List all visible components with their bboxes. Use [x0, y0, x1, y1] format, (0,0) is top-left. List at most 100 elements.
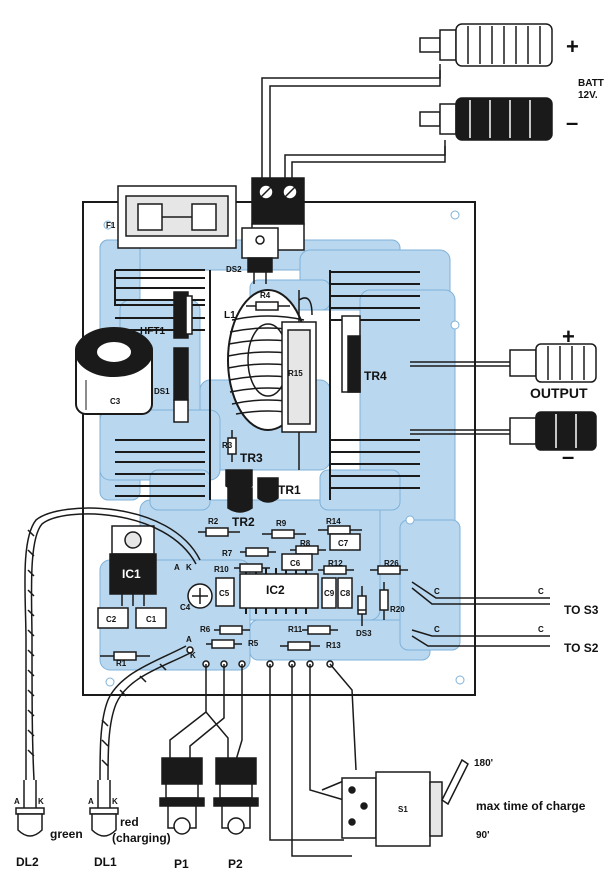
- label-k-dl1: K: [112, 797, 118, 806]
- transistor-tr3: [225, 469, 253, 491]
- toggle-switch-s1: [341, 758, 469, 847]
- regulator-ic1: [109, 525, 157, 606]
- label-minus-out: –: [562, 444, 574, 469]
- label-to-s3: TO S3: [564, 603, 599, 617]
- label-to-s2: TO S2: [564, 641, 599, 655]
- power-device-ds1: [173, 347, 189, 423]
- resistor-r2: [198, 527, 240, 537]
- label-p2: P2: [228, 857, 243, 871]
- label-r13: R13: [326, 641, 341, 650]
- capacitor-c6: [281, 553, 313, 571]
- label-ds1: DS1: [154, 387, 170, 396]
- label-ic1: IC1: [122, 567, 141, 581]
- label-r9: R9: [276, 519, 287, 528]
- output-terminal-positive: [410, 343, 597, 383]
- label-tr3: TR3: [240, 451, 263, 465]
- diode-ds3: [357, 586, 367, 626]
- label-r15: R15: [288, 369, 303, 378]
- label-ds2: DS2: [226, 265, 242, 274]
- resistor-r3: [227, 430, 237, 462]
- label-c1: C1: [146, 615, 157, 624]
- label-r8: R8: [300, 539, 311, 548]
- battery-terminal-positive: [419, 23, 553, 67]
- label-hft1: HFT1: [140, 326, 165, 337]
- label-tr2: TR2: [232, 515, 255, 529]
- label-l1: L1: [224, 310, 236, 321]
- resistor-r5: [206, 639, 242, 649]
- label-c-s3-left: C: [434, 587, 440, 596]
- resistor-r7: [240, 547, 276, 557]
- label-output: OUTPUT: [530, 385, 588, 401]
- power-resistor-r15: [281, 290, 317, 470]
- potentiometer-p2: [213, 757, 259, 835]
- label-batt-volt: 12V.: [578, 90, 598, 101]
- led-dl1: [89, 780, 119, 837]
- label-r2: R2: [208, 517, 219, 526]
- wires-to-s3: [411, 581, 550, 605]
- label-charging: (charging): [112, 831, 171, 845]
- label-r3: R3: [222, 441, 233, 450]
- twisted-wire-dl1: [99, 645, 193, 781]
- label-k-ic1: K: [186, 563, 192, 572]
- label-tr4: TR4: [364, 369, 387, 383]
- label-c2: C2: [106, 615, 117, 624]
- label-r5: R5: [248, 639, 259, 648]
- label-green: green: [50, 827, 83, 841]
- label-k-dl2: K: [38, 797, 44, 806]
- resistor-r13: [280, 641, 320, 651]
- capacitor-c3: [75, 327, 153, 415]
- label-p1: P1: [174, 857, 189, 871]
- label-c-s2-right: C: [538, 625, 544, 634]
- label-r14: R14: [326, 517, 341, 526]
- label-c4: C4: [180, 603, 191, 612]
- output-terminal-negative: [410, 411, 597, 451]
- label-red: red: [120, 815, 139, 829]
- ic-ic2: [239, 568, 319, 614]
- label-r4: R4: [260, 291, 271, 300]
- label-r20: R20: [390, 605, 405, 614]
- fuse-holder-f1: [117, 185, 237, 249]
- label-c-s2-left: C: [434, 625, 440, 634]
- label-max-time: max time of charge: [476, 799, 586, 813]
- capacitor-c1: [135, 607, 167, 629]
- capacitor-c2: [97, 607, 129, 629]
- label-dl2: DL2: [16, 855, 39, 869]
- label-c8: C8: [340, 589, 351, 598]
- capacitor-c8: [337, 577, 353, 609]
- resistor-r6: [214, 625, 250, 635]
- resistor-r10: [234, 563, 270, 573]
- resistor-r12: [318, 565, 354, 575]
- resistor-r9: [262, 529, 306, 539]
- label-deg90: 90': [476, 830, 490, 841]
- label-r11: R11: [288, 625, 303, 634]
- capacitor-c5: [215, 577, 235, 607]
- transistor-tr2: [227, 487, 253, 513]
- resistor-r26: [370, 565, 408, 575]
- label-c7: C7: [338, 539, 349, 548]
- diode-ds2: [241, 227, 279, 284]
- transistor-tr1: [257, 477, 279, 503]
- label-tr1: TR1: [278, 483, 301, 497]
- label-a-dl2: A: [14, 797, 20, 806]
- resistor-r11: [302, 625, 338, 635]
- label-plus-out: +: [562, 324, 575, 349]
- resistor-r4: [246, 301, 290, 311]
- power-device-hft1: [173, 291, 193, 339]
- label-s1: S1: [398, 805, 408, 814]
- twisted-wire-dl2: [24, 507, 201, 781]
- potentiometer-p1: [159, 757, 205, 835]
- label-ds3: DS3: [356, 629, 372, 638]
- label-c9: C9: [324, 589, 335, 598]
- battery-terminal-negative: [419, 97, 553, 141]
- resistor-r20: [379, 582, 389, 620]
- label-r12: R12: [328, 559, 343, 568]
- battery-wires: [261, 64, 446, 180]
- label-a-lower: A: [186, 635, 192, 644]
- label-r10: R10: [214, 565, 229, 574]
- label-a-dl1: A: [88, 797, 94, 806]
- capacitor-c4: [187, 583, 213, 609]
- label-minus-top: –: [566, 110, 578, 135]
- label-batt: BATT: [578, 78, 604, 89]
- wires-to-s2: [411, 629, 550, 647]
